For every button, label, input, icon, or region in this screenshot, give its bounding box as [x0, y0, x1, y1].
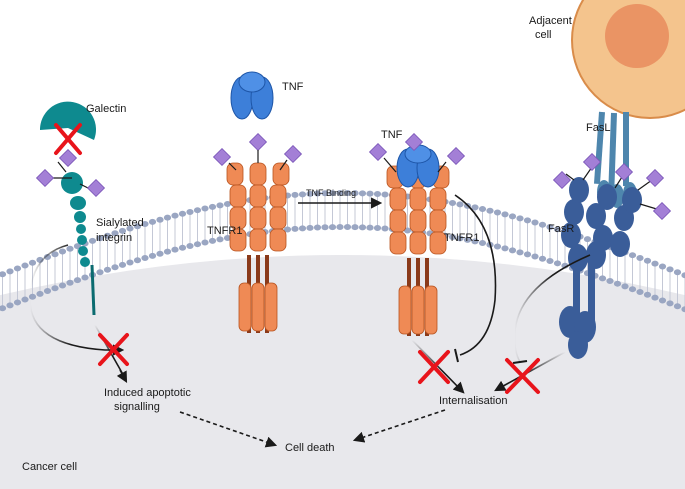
cancer-cell-body: [0, 255, 685, 489]
tnf-free-label: TNF: [282, 81, 304, 93]
galectin-blocked-x-icon: [54, 123, 82, 155]
fasr-receptor: [559, 166, 661, 359]
sialylated-integrin-label-line2: integrin: [96, 232, 132, 244]
integrin-signalling-path: [29, 244, 112, 351]
signalling-blocked-x-icon: [98, 333, 129, 366]
fasl-label: FasL: [586, 122, 610, 134]
fasr-label: FasR: [548, 223, 574, 235]
internalisation-label: Internalisation: [439, 395, 508, 407]
cancer-cell-label: Cancer cell: [22, 461, 77, 473]
induced-apoptotic-signalling-label-line2: signalling: [114, 401, 160, 413]
sialic-acid-glycans: [35, 132, 672, 221]
tnf-bound-label: TNF: [381, 129, 403, 141]
tnfr1-left-label: TNFR1: [207, 225, 242, 237]
tnf-trimer-bound: [396, 144, 440, 188]
signalling-to-death-arrow: [179, 411, 278, 448]
galectin: [39, 101, 96, 140]
adjacent-cell: [571, 0, 685, 119]
adjacent-cell-label-line1: Adjacent: [529, 15, 572, 27]
tnf-internalisation-blocked-x-icon: [418, 350, 450, 384]
fasr-inhibition-path: [513, 254, 591, 363]
tnfr1-receptor-right: [386, 165, 450, 336]
cell-death-label: Cell death: [285, 442, 335, 454]
induced-apoptotic-signalling-label-line1: Induced apoptotic: [104, 387, 191, 399]
fasr-to-internalisation-arrow: [494, 351, 566, 392]
sialylated-integrin-label-line1: Sialylated: [96, 217, 144, 229]
adjacent-cell-label-line2: cell: [535, 29, 552, 41]
tnf-trimer-free: [230, 71, 274, 120]
tnf-binding-label: TNF Binding: [306, 188, 356, 198]
tnfr1-right-label: TNFR1: [444, 232, 479, 244]
fas-internalisation-blocked-x-icon: [505, 358, 540, 394]
tnfr1-receptor-left: [226, 162, 290, 333]
internalisation-to-death-arrow: [352, 409, 446, 443]
tnf-inhibition-path: [454, 194, 497, 356]
galectin-label: Galectin: [86, 103, 126, 115]
